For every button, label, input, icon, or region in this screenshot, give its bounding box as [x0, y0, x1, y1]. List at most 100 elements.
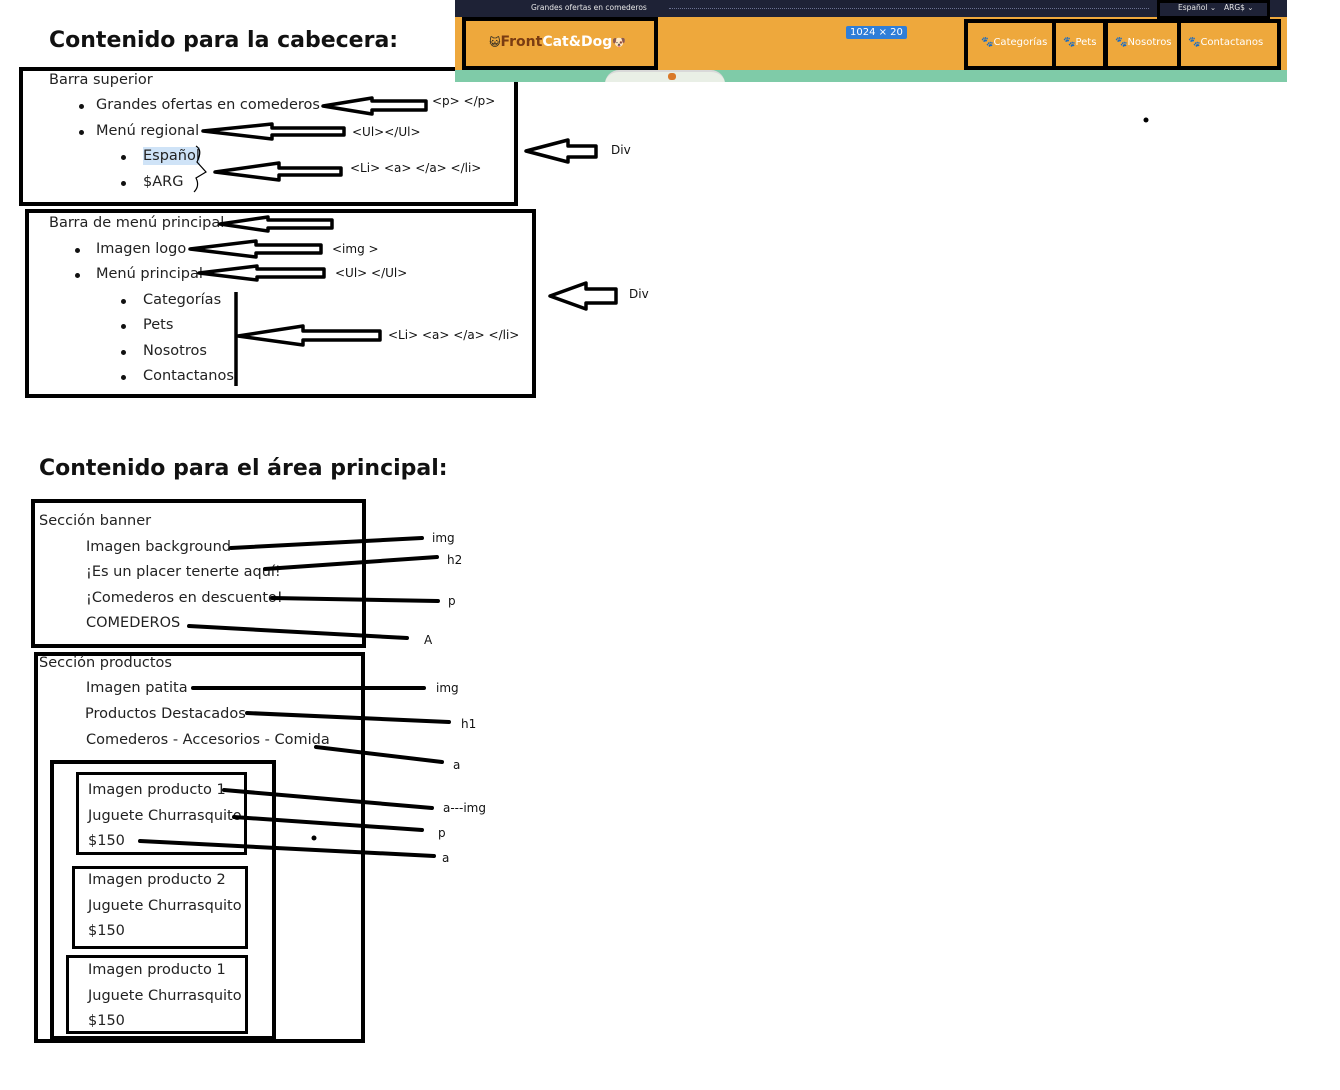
banner-item-discount: ¡Comederos en descuento! [86, 590, 283, 606]
tag-products-img: img [436, 681, 459, 695]
header-section-title: Contenido para la cabecera: [49, 28, 399, 53]
screenshot-top-bar: Grandes ofertas en comederos Español ⌄ A… [455, 0, 1287, 17]
screenshot-logo[interactable]: 😺FrontCat&Dog🐶 [489, 34, 626, 50]
tag-card-a: a [442, 851, 450, 865]
bullet [121, 181, 126, 186]
bullet [121, 375, 126, 380]
divider [669, 8, 1149, 9]
arrow-li-main [236, 324, 382, 347]
screenshot-box-nav-1 [964, 19, 1056, 70]
screenshot-nav-categorias[interactable]: 🐾Categorías [981, 37, 1047, 48]
tag-products-h1: h1 [461, 717, 477, 731]
screenshot-box-regional [1157, 0, 1270, 19]
banner-preview-detail [668, 73, 676, 80]
arrow-p [321, 96, 428, 116]
product-card-1-price: $150 [88, 833, 125, 849]
tag-card-a-img: a---img [443, 801, 486, 815]
arrow-div-top [524, 138, 598, 164]
arrow-ul-main [197, 264, 326, 282]
top-bar-subitem-spanish: Español [143, 147, 200, 165]
tag-banner-h2: h2 [447, 553, 463, 567]
banner-preview [605, 70, 725, 82]
dimension-badge: 1024 × 20 [846, 26, 907, 39]
main-menu-subitem-pets: Pets [143, 317, 174, 333]
arrow-main-label [218, 215, 334, 233]
bullet [121, 155, 126, 160]
cards-container-box [50, 760, 276, 1040]
products-item-featured: Productos Destacados [85, 706, 246, 722]
screenshot-box-nav-3 [1104, 19, 1181, 70]
tag-products-a: a [453, 758, 461, 772]
bullet [79, 130, 84, 135]
arrow-li [213, 161, 343, 182]
paw-icon: 🐾 [1063, 37, 1076, 48]
screenshot-nav-contactanos[interactable]: 🐾Contactanos [1188, 37, 1263, 48]
stray-dot [1143, 117, 1149, 123]
tag-card-p: p [438, 826, 446, 840]
stray-dot [311, 835, 317, 841]
bullet [75, 273, 80, 278]
leader-products-h1 [245, 711, 451, 724]
banner-item-welcome: ¡Es un placer tenerte aquí! [86, 564, 281, 580]
product-card-2-image: Imagen producto 2 [88, 872, 226, 888]
paw-icon: 🐾 [981, 37, 994, 48]
product-card-3-price: $150 [88, 1013, 125, 1029]
tag-banner-p: p [448, 594, 456, 608]
product-card-1 [76, 772, 247, 855]
main-menu-bar-box [25, 209, 536, 398]
logo-part1: Front [500, 34, 543, 50]
cat-face-icon: 😺 [489, 36, 501, 49]
top-bar-subitem-currency: $ARG [143, 174, 184, 190]
banner-item-comederos: COMEDEROS [86, 615, 181, 631]
leader-banner-h2 [263, 555, 439, 571]
top-bar-item-promo: Grandes ofertas en comederos [96, 97, 320, 113]
paw-icon: 🐾 [1188, 37, 1201, 48]
leader-banner-p [270, 596, 440, 603]
product-card-1-name: Juguete Churrasquito [88, 808, 242, 824]
main-menu-subitem-nosotros: Nosotros [143, 343, 207, 359]
arrow-img [188, 239, 323, 259]
screenshot-box-nav-2 [1052, 19, 1107, 70]
screenshot-nav-nosotros[interactable]: 🐾Nosotros [1115, 37, 1172, 48]
banner-item-background: Imagen background [86, 539, 231, 555]
top-bar-item-regional-menu: Menú regional [96, 123, 200, 139]
screenshot-currency-select[interactable]: ARG$ ⌄ [1224, 3, 1254, 12]
bullet [75, 248, 80, 253]
leader-banner-img [229, 536, 424, 550]
product-card-3-name: Juguete Churrasquito [88, 988, 242, 1004]
logo-part2: Cat&Dog [542, 34, 613, 50]
paw-icon: 🐾 [1115, 37, 1128, 48]
main-menu-subitem-contactanos: Contactanos [143, 368, 234, 384]
arrow-ul [201, 122, 346, 141]
tag-li: <Li> <a> </a> </li> [350, 161, 482, 175]
main-menu-subitem-categorias: Categorías [143, 292, 222, 308]
main-section-title: Contenido para el área principal: [39, 456, 448, 481]
nav-label: Nosotros [1127, 37, 1172, 48]
products-item-paw-image: Imagen patita [86, 680, 188, 696]
tag-ul-main: <Ul> </Ul> [335, 266, 408, 280]
nav-label: Categorías [993, 37, 1048, 48]
screenshot-box-nav-4 [1177, 19, 1281, 70]
bullet [121, 299, 126, 304]
leader-products-a [314, 745, 444, 764]
products-label: Sección productos [39, 655, 172, 671]
tag-li-main: <Li> <a> </a> </li> [388, 328, 520, 342]
main-menu-item-menu: Menú principal [96, 266, 203, 282]
screenshot-nav-pets[interactable]: 🐾Pets [1063, 37, 1096, 48]
arrow-div-main [548, 281, 618, 311]
top-bar-label: Barra superior [49, 72, 153, 88]
banner-label: Sección banner [39, 513, 152, 529]
screenshot-promo-text: Grandes ofertas en comederos [531, 3, 647, 12]
main-menu-bar-label: Barra de menú principal [49, 215, 225, 231]
tag-div-main: Div [629, 287, 649, 301]
product-card-3 [66, 955, 248, 1034]
tag-div-top: Div [611, 143, 631, 157]
main-menu-item-logo: Imagen logo [96, 241, 187, 257]
product-card-2-name: Juguete Churrasquito [88, 898, 242, 914]
products-item-categories: Comederos - Accesorios - Comida [86, 732, 330, 748]
bracket-regional [193, 145, 207, 193]
tag-banner-img: img [432, 531, 455, 545]
product-card-2-price: $150 [88, 923, 125, 939]
screenshot-language-select[interactable]: Español ⌄ [1178, 3, 1217, 12]
